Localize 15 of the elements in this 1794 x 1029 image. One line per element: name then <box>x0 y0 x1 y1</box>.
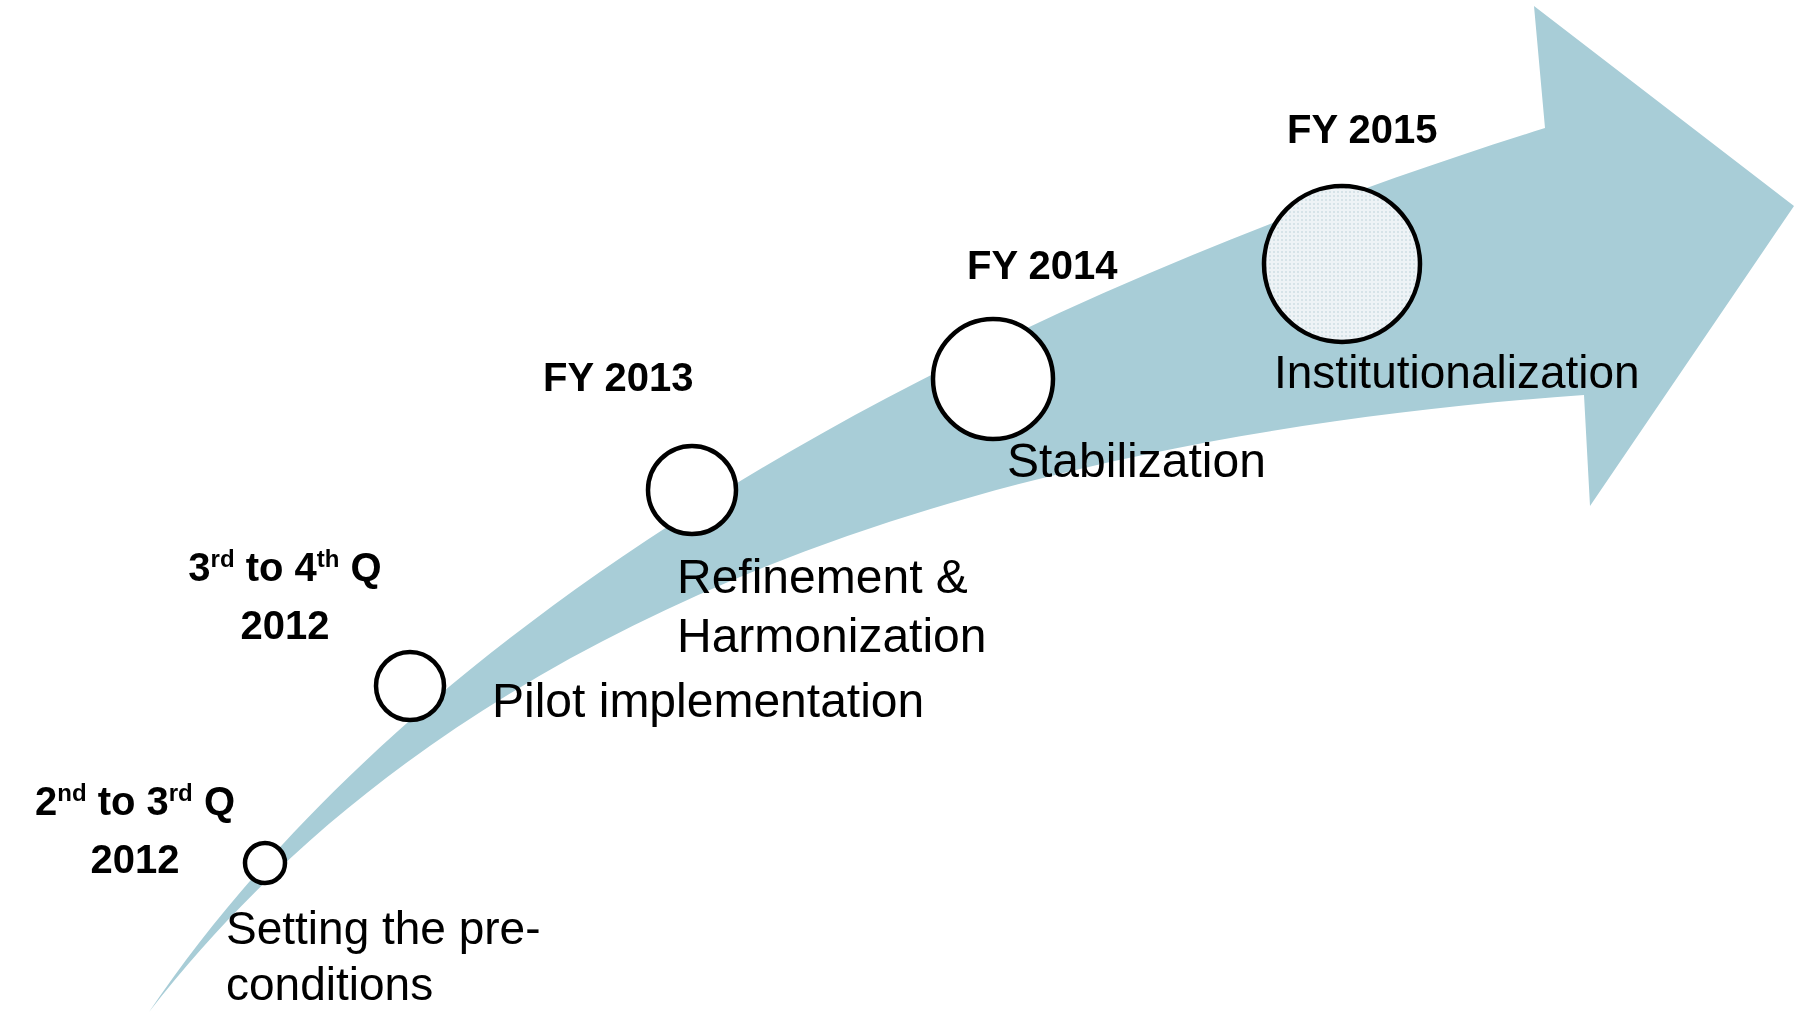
phase-label: Institutionalization <box>1274 345 1641 400</box>
phase-label: Stabilization <box>1007 433 1267 489</box>
date-label: 2$^{nd}$ to 3$^{rd}$ Q 2012 <box>33 777 236 883</box>
phase-label: Refinement & Harmonization <box>677 549 988 664</box>
date-label: 3$^{rd}$ to 4$^{th}$ Q 2012 <box>187 543 383 649</box>
milestone-circle <box>644 442 740 538</box>
phase-label: Setting the pre- conditions <box>226 901 542 1013</box>
date-label: FY 2013 <box>543 354 695 401</box>
date-label: FY 2014 <box>967 242 1119 289</box>
milestone-circle <box>372 648 448 724</box>
milestone-circle <box>929 315 1057 443</box>
phase-label: Pilot implementation <box>492 673 926 729</box>
milestone-circle <box>241 839 289 887</box>
date-label: FY 2015 <box>1287 106 1439 153</box>
milestone-circle <box>1260 182 1424 346</box>
